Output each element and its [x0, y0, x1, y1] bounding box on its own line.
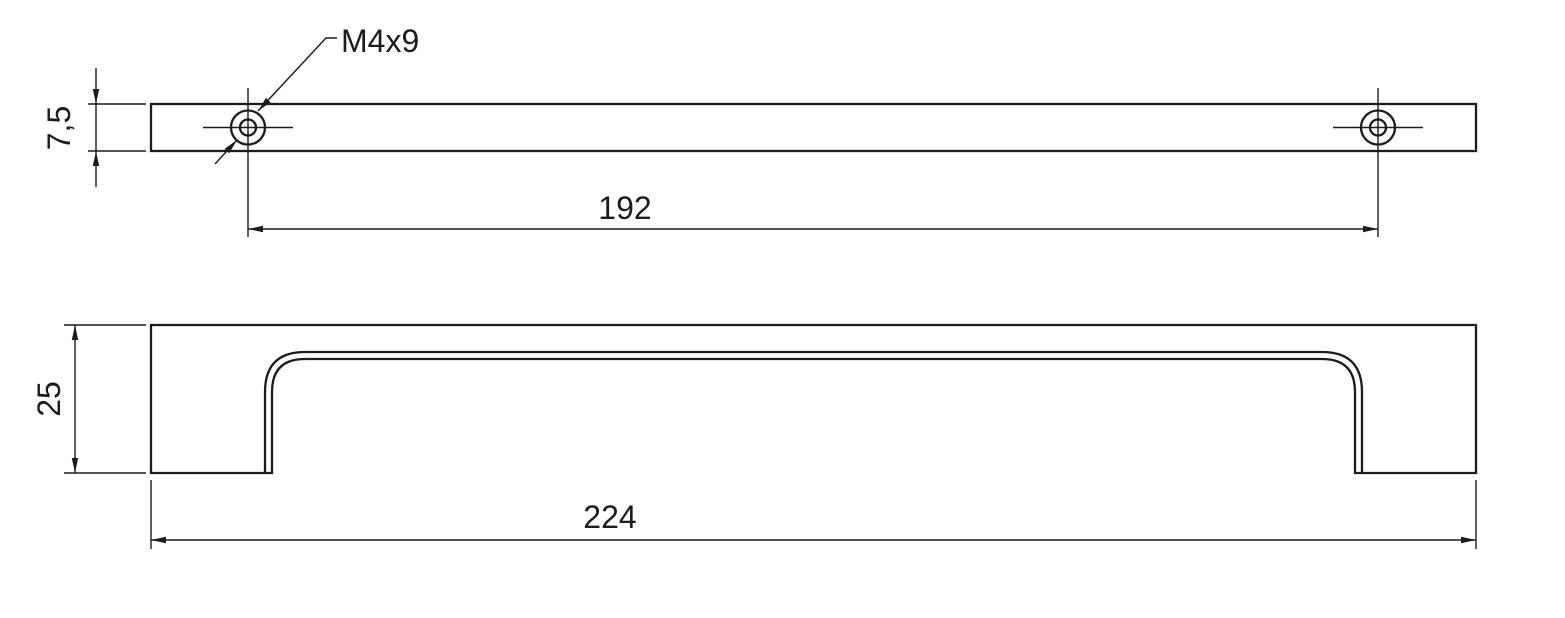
dim-thickness-label: 7,5 [41, 106, 77, 150]
dim-hole-spacing-label: 192 [598, 190, 651, 226]
dimension-height: 25 [31, 324, 146, 474]
dim-height-label: 25 [31, 381, 67, 417]
mounting-hole-left [203, 88, 293, 237]
thread-callout-leader-line [257, 37, 337, 112]
dim-length-label: 224 [583, 499, 636, 535]
dimension-overall-length: 224 [150, 480, 1477, 549]
thread-callout-counter-arrow [214, 139, 238, 165]
front-view-handle-outline [149, 323, 1478, 475]
hole-left-inner-circle [238, 118, 258, 137]
dimension-hole-spacing: 192 [248, 190, 1378, 233]
hole-right-outer-circle [1359, 109, 1397, 146]
mounting-hole-right [1333, 88, 1423, 237]
dimension-thickness: 7,5 [41, 68, 146, 187]
top-view: M4x9 7,5 192 [41, 23, 1478, 237]
front-view-inner-contour [263, 350, 1364, 473]
front-view: 25 224 [31, 323, 1478, 549]
top-view-bar-outline [149, 102, 1478, 153]
thread-callout: M4x9 [214, 23, 419, 165]
hole-right-inner-circle [1368, 118, 1388, 137]
hole-left-outer-circle [229, 109, 267, 146]
thread-callout-label: M4x9 [341, 23, 419, 59]
